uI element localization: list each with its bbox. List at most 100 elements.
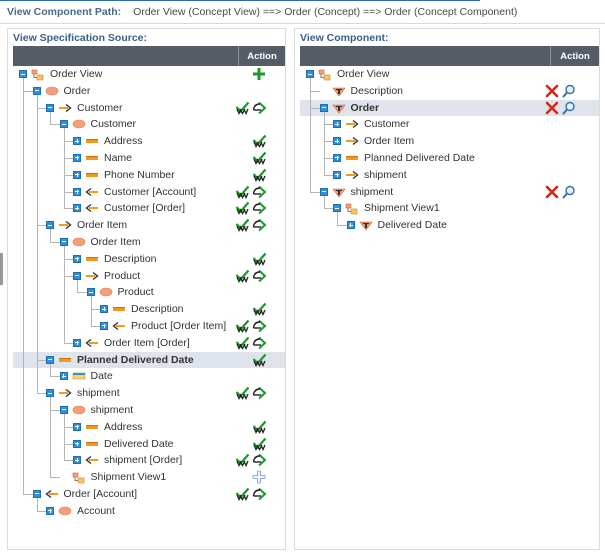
select-icon[interactable] (235, 487, 250, 502)
tree-row[interactable]: Customer (13, 116, 285, 133)
tree-row[interactable]: Order (300, 99, 599, 117)
collapse-toggle[interactable] (32, 489, 41, 498)
add-outline-icon[interactable] (252, 470, 267, 484)
expand-icon[interactable] (252, 336, 267, 350)
tree-row[interactable]: Order Item (13, 234, 285, 251)
tree-row[interactable]: Address (13, 133, 285, 150)
expand-icon[interactable] (252, 269, 267, 283)
collapse-toggle[interactable] (19, 70, 27, 78)
tree-row[interactable]: Description (300, 83, 599, 100)
collapse-toggle[interactable] (59, 405, 68, 414)
tree-row[interactable]: Customer (300, 116, 599, 133)
collapse-toggle[interactable] (319, 103, 328, 112)
tree-row[interactable]: shipment (13, 385, 285, 402)
select-icon[interactable] (252, 151, 267, 166)
expand-toggle[interactable] (73, 137, 81, 146)
select-icon[interactable] (235, 386, 250, 401)
tree-row[interactable]: Delivered Date (300, 217, 599, 234)
tree-row[interactable]: shipment [Order] (13, 452, 285, 469)
expand-toggle[interactable] (333, 137, 341, 146)
tree-row[interactable]: Product (13, 268, 285, 285)
add-icon[interactable] (252, 67, 267, 81)
tree-row[interactable]: Name (13, 150, 285, 167)
inspect-icon[interactable] (562, 185, 577, 199)
collapse-toggle[interactable] (86, 288, 95, 297)
inspect-icon[interactable] (562, 84, 577, 98)
tree-row[interactable]: shipment (300, 167, 599, 184)
collapse-toggle[interactable] (306, 70, 314, 78)
collapse-toggle[interactable] (46, 103, 54, 112)
tree-row[interactable]: Date (13, 368, 285, 385)
tree-row[interactable]: Order [Account] (13, 486, 285, 503)
tree-row[interactable]: Order Item (13, 217, 285, 234)
expand-toggle[interactable] (73, 439, 81, 448)
tree-row[interactable]: Product (13, 284, 285, 301)
expand-toggle[interactable] (73, 170, 81, 179)
tree-row[interactable]: Customer [Account] (13, 184, 285, 201)
select-icon[interactable] (235, 201, 250, 216)
delete-icon[interactable] (545, 101, 560, 115)
select-icon[interactable] (235, 453, 250, 468)
tree-row[interactable]: Description (13, 251, 285, 268)
tree-row[interactable]: Account (13, 503, 285, 520)
select-icon[interactable] (235, 101, 250, 115)
tree-row[interactable]: Delivered Date (13, 436, 285, 453)
tree-row[interactable]: Phone Number (13, 167, 285, 184)
tree-row[interactable]: Product [Order Item] (13, 318, 285, 335)
tree-row[interactable]: Order Item (300, 133, 599, 150)
select-icon[interactable] (235, 319, 250, 334)
tree-row[interactable]: Shipment View1 (13, 469, 285, 486)
tree-row[interactable]: shipment (300, 184, 599, 201)
expand-toggle[interactable] (73, 153, 81, 162)
expand-toggle[interactable] (73, 254, 81, 263)
expand-icon[interactable] (252, 487, 267, 501)
tree-row[interactable]: Planned Delivered Date (300, 150, 599, 167)
collapse-toggle[interactable] (59, 120, 68, 129)
select-icon[interactable] (252, 168, 267, 182)
expand-toggle[interactable] (46, 506, 54, 515)
collapse-toggle[interactable] (333, 204, 341, 213)
expand-toggle[interactable] (73, 187, 81, 196)
collapse-toggle[interactable] (319, 187, 328, 196)
select-icon[interactable] (252, 252, 267, 266)
select-icon[interactable] (252, 420, 267, 434)
expand-icon[interactable] (252, 101, 267, 115)
tree-row[interactable]: Shipment View1 (300, 200, 599, 217)
expand-toggle[interactable] (100, 305, 108, 314)
select-icon[interactable] (235, 269, 250, 283)
tree-row[interactable]: Customer (13, 100, 285, 117)
collapse-toggle[interactable] (46, 355, 54, 364)
expand-toggle[interactable] (333, 120, 341, 129)
collapse-toggle[interactable] (59, 237, 68, 246)
expand-toggle[interactable] (73, 422, 81, 431)
expand-toggle[interactable] (346, 221, 355, 230)
select-icon[interactable] (252, 353, 267, 367)
select-icon[interactable] (235, 218, 250, 233)
collapse-toggle[interactable] (46, 221, 54, 230)
expand-toggle[interactable] (59, 372, 68, 381)
tree-row[interactable]: Order View (300, 66, 599, 83)
expand-icon[interactable] (252, 201, 267, 215)
expand-toggle[interactable] (333, 153, 341, 162)
select-icon[interactable] (235, 185, 250, 199)
tree-row[interactable]: Order View (13, 66, 285, 83)
tree-row[interactable]: Order (13, 83, 285, 100)
expand-toggle[interactable] (100, 321, 108, 330)
expand-icon[interactable] (252, 453, 267, 467)
expand-toggle[interactable] (73, 456, 81, 465)
select-icon[interactable] (252, 302, 267, 317)
tree-row[interactable]: Address (13, 419, 285, 436)
select-icon[interactable] (252, 134, 267, 149)
tree-row[interactable]: Planned Delivered Date (13, 351, 285, 369)
expand-icon[interactable] (252, 386, 267, 400)
side-panel-grip[interactable] (0, 253, 3, 285)
inspect-icon[interactable] (562, 101, 577, 115)
select-icon[interactable] (235, 336, 250, 350)
delete-icon[interactable] (545, 185, 560, 199)
collapse-toggle[interactable] (46, 389, 54, 398)
collapse-toggle[interactable] (32, 86, 41, 95)
tree-row[interactable]: Order Item [Order] (13, 335, 285, 352)
expand-toggle[interactable] (333, 170, 341, 179)
collapse-toggle[interactable] (73, 271, 81, 280)
select-icon[interactable] (252, 437, 267, 451)
